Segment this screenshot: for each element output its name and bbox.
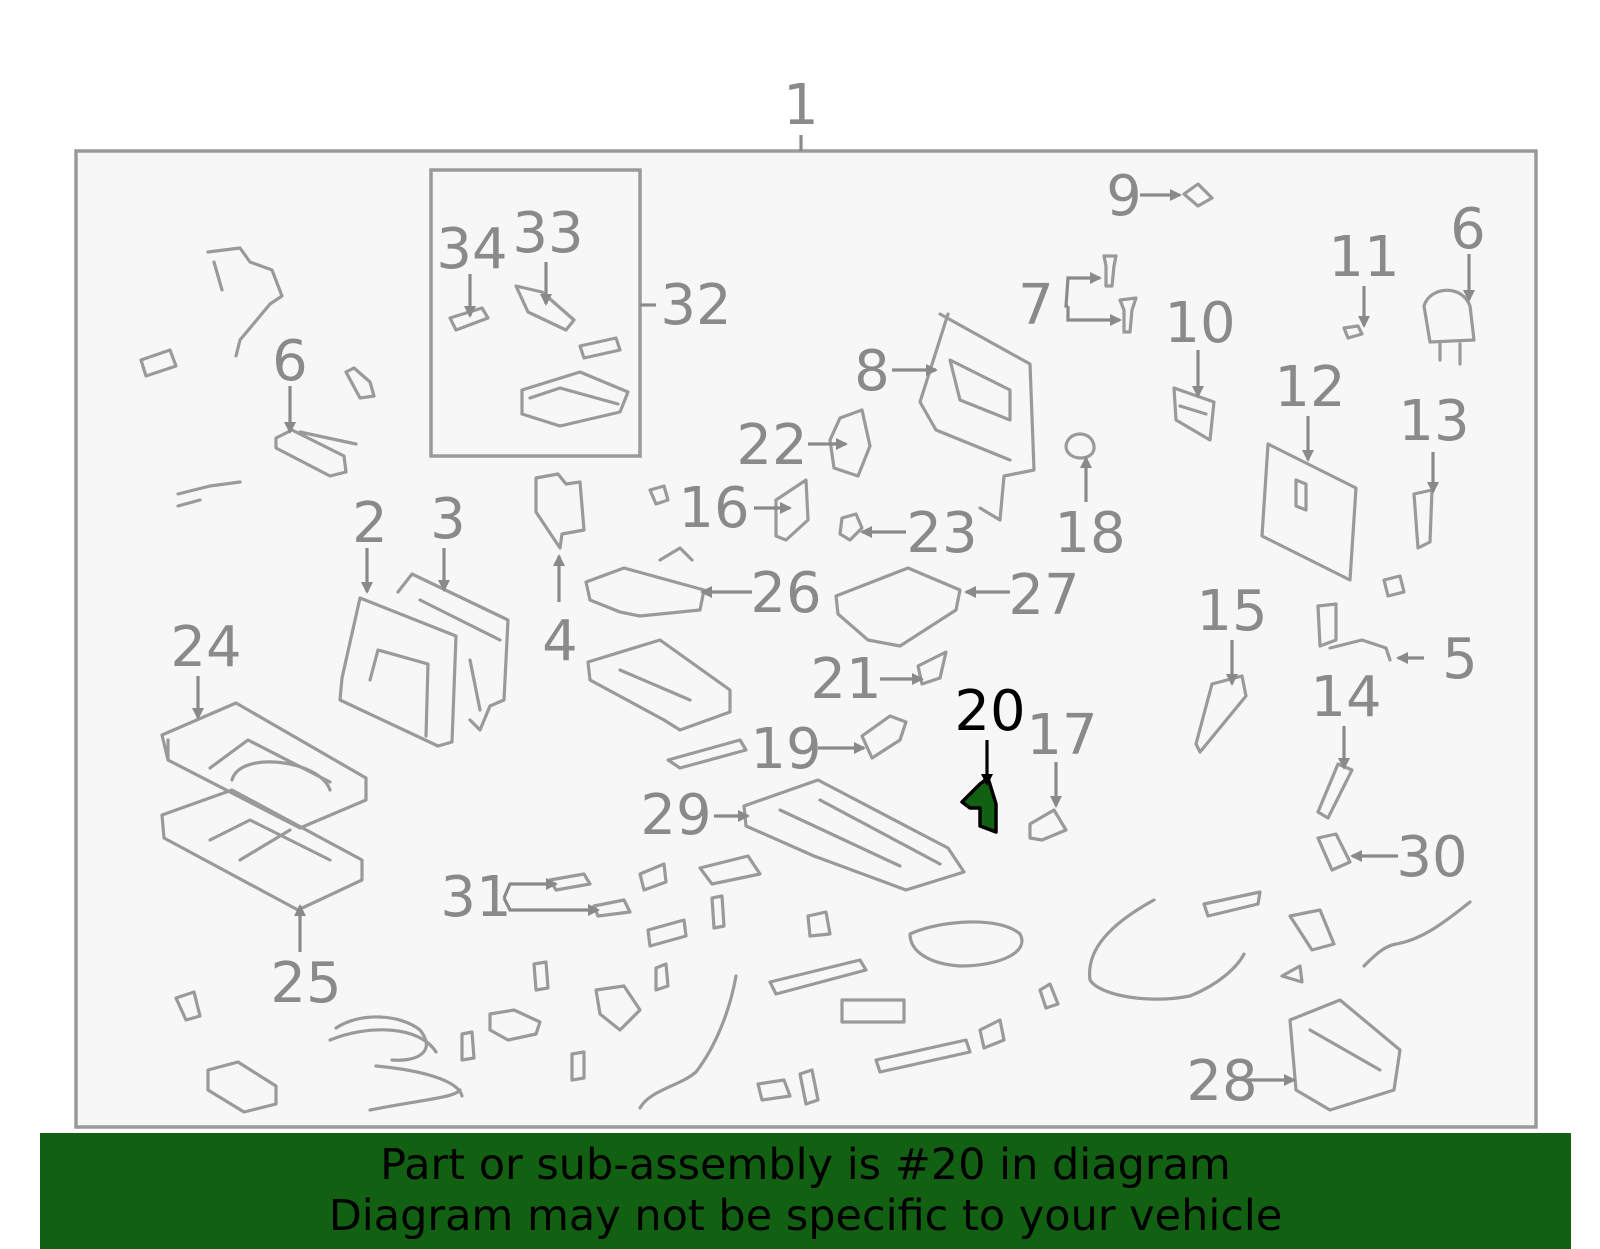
- callout-25: 25: [270, 951, 341, 1016]
- cover-part-16: [774, 478, 810, 542]
- bracket-part-c: [594, 984, 642, 1032]
- rail-part-lower: [768, 958, 906, 1024]
- rail-part: [586, 638, 732, 732]
- info-banner: Part or sub-assembly is #20 in diagram D…: [40, 1133, 1571, 1249]
- callout-15: 15: [1196, 579, 1267, 644]
- bracket-part-4: [534, 472, 586, 550]
- callout-21: 21: [810, 647, 881, 712]
- base-part-28: [1288, 998, 1402, 1112]
- cap-part-9: [1182, 182, 1214, 208]
- cap-part-11: [1342, 324, 1364, 340]
- panel-part-12: [1260, 442, 1358, 582]
- callout-17: 17: [1026, 703, 1097, 768]
- cable-part-a: [328, 1015, 464, 1112]
- bolt-part-7b: [1118, 296, 1138, 334]
- callout-11: 11: [1328, 225, 1399, 290]
- bracket-part-b: [488, 1008, 542, 1042]
- banner-line-1: Part or sub-assembly is #20 in diagram: [380, 1140, 1231, 1190]
- knob-part-18: [1064, 432, 1096, 460]
- seatback-frame-part-8: [918, 312, 1036, 522]
- callout-9: 9: [1106, 164, 1142, 229]
- callout-1: 1: [783, 73, 819, 138]
- callout-30: 30: [1396, 825, 1467, 890]
- callout-26: 26: [750, 561, 821, 626]
- bracket-part-30: [1316, 832, 1352, 872]
- inset-part-base: [520, 370, 630, 428]
- callout-5: 5: [1442, 627, 1478, 692]
- callout-18: 18: [1054, 501, 1125, 566]
- clip-part-lower: [638, 854, 762, 948]
- banner-line-2: Diagram may not be specific to your vehi…: [328, 1191, 1283, 1241]
- callout-34: 34: [436, 217, 507, 282]
- callout-24: 24: [170, 615, 241, 680]
- callout-31: 31: [440, 865, 511, 930]
- rail-link-part: [666, 738, 748, 770]
- callout-3: 3: [430, 487, 466, 552]
- frame-part-27: [834, 566, 962, 648]
- wire-harness-part: [139, 246, 284, 508]
- trim-part-17: [1028, 808, 1068, 842]
- cable-part-c: [1087, 898, 1246, 1001]
- callout-27: 27: [1008, 563, 1079, 628]
- base-part-29: [742, 778, 966, 892]
- cable-part-d: [1362, 900, 1472, 968]
- callout-22: 22: [736, 413, 807, 478]
- clip-part-26b: [648, 484, 670, 506]
- callout-23: 23: [906, 501, 977, 566]
- callout-28: 28: [1186, 1049, 1257, 1114]
- cable-part-b: [908, 920, 1024, 968]
- seatback-frame-part: [396, 572, 510, 732]
- callout-4: 4: [542, 609, 578, 674]
- bolt-part-7a: [1102, 254, 1118, 288]
- callout-13: 13: [1398, 389, 1469, 454]
- leader-lines: [192, 189, 1475, 1086]
- callout-29: 29: [640, 783, 711, 848]
- clip-part-23: [838, 512, 864, 542]
- callout-6-right: 6: [1450, 197, 1486, 262]
- clip-part: [344, 366, 376, 400]
- callout-20-highlighted: 20: [954, 679, 1025, 744]
- trim-part-19: [860, 714, 908, 760]
- clip-part-5b: [1382, 574, 1406, 598]
- headrest-part-6: [1422, 288, 1476, 366]
- callout-8: 8: [854, 339, 890, 404]
- rail-part-lower-b: [874, 1018, 1006, 1074]
- callout-12: 12: [1274, 355, 1345, 420]
- callout-2: 2: [352, 491, 388, 556]
- link-part-lower: [1202, 890, 1336, 984]
- cover-part-22: [828, 408, 872, 478]
- callout-32: 32: [660, 273, 731, 338]
- cushion-frame-part: [160, 788, 364, 912]
- highlighted-part-20: [960, 776, 998, 834]
- cable-part-e: [638, 974, 738, 1110]
- latch-part-13: [1412, 488, 1434, 550]
- callout-16: 16: [678, 476, 749, 541]
- cable-part-5: [1316, 602, 1392, 662]
- callout-14: 14: [1310, 665, 1381, 730]
- seat-cushion-part: [160, 701, 368, 830]
- small-parts-lower: [174, 894, 1060, 1106]
- seatback-part: [338, 596, 458, 748]
- callout-6-left: 6: [272, 329, 308, 394]
- callout-7: 7: [1018, 273, 1054, 338]
- callout-19: 19: [750, 717, 821, 782]
- inset-part-pad: [578, 336, 622, 360]
- diagram-frame: [74, 149, 1538, 1129]
- callout-10: 10: [1164, 291, 1235, 356]
- inset-part-33: [514, 284, 576, 332]
- frame-part-26: [584, 546, 706, 618]
- bracket-part-a: [206, 1060, 278, 1114]
- inset-box-32: [429, 168, 642, 458]
- callout-33: 33: [512, 201, 583, 266]
